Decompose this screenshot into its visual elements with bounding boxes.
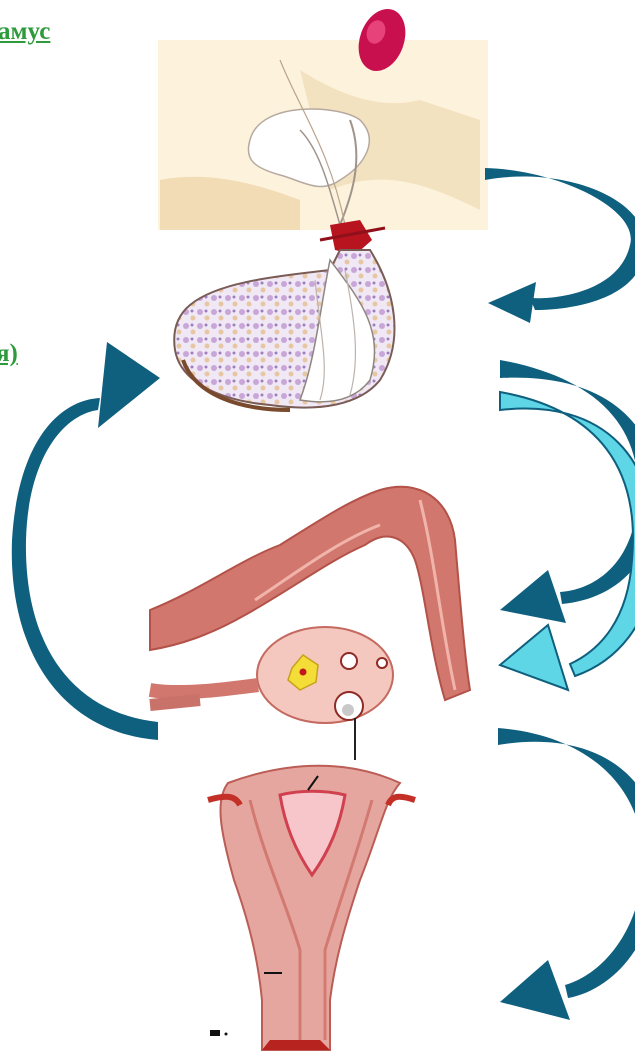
hypothalamus-illustration xyxy=(158,2,488,255)
arrow-pituitary-to-ovary-light xyxy=(500,392,635,690)
pituitary-illustration xyxy=(174,250,394,410)
arrow-ovary-to-uterus xyxy=(498,728,635,1020)
arrow-ovary-to-pituitary-feedback xyxy=(12,342,160,740)
uterus-illustration xyxy=(208,766,420,1050)
arrow-hypothalamus-to-pituitary xyxy=(485,168,635,323)
ovary-tube-illustration xyxy=(150,487,470,760)
